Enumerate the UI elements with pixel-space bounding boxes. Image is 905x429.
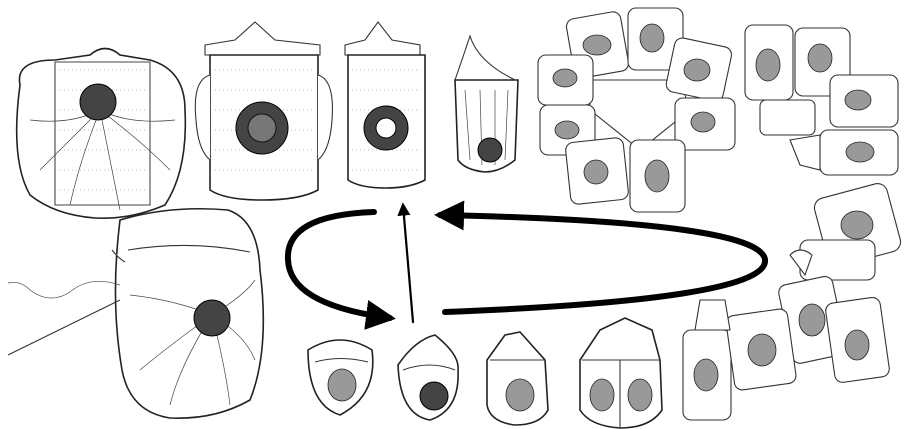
stage-chain-colony-upper <box>745 25 898 175</box>
loop-arrow-right <box>440 215 765 312</box>
stage-dividing-cell-late <box>580 318 662 428</box>
stage-cell-ring-nucleus <box>345 22 425 188</box>
stage-chain-colony-right <box>790 181 903 280</box>
loop-arrow-left <box>288 212 390 318</box>
stage-rosette-colony <box>538 8 735 212</box>
stage-dividing-cell-mid <box>487 332 548 425</box>
stage-dividing-cell-early <box>398 335 458 420</box>
nucleus-icon <box>194 300 230 336</box>
stage-chain-colony-bottom <box>683 300 797 420</box>
stage-cell-flared <box>17 49 186 219</box>
nucleus-icon <box>80 84 116 120</box>
stage-cell-spine <box>455 36 518 172</box>
stage-small-round-cell <box>308 340 373 415</box>
nucleus-icon <box>420 382 448 410</box>
nucleus-icon <box>478 138 502 162</box>
stage-flagellated-swarmer <box>8 209 263 418</box>
vertical-arrow <box>403 205 413 322</box>
stage-cell-capped-winged <box>195 22 332 200</box>
